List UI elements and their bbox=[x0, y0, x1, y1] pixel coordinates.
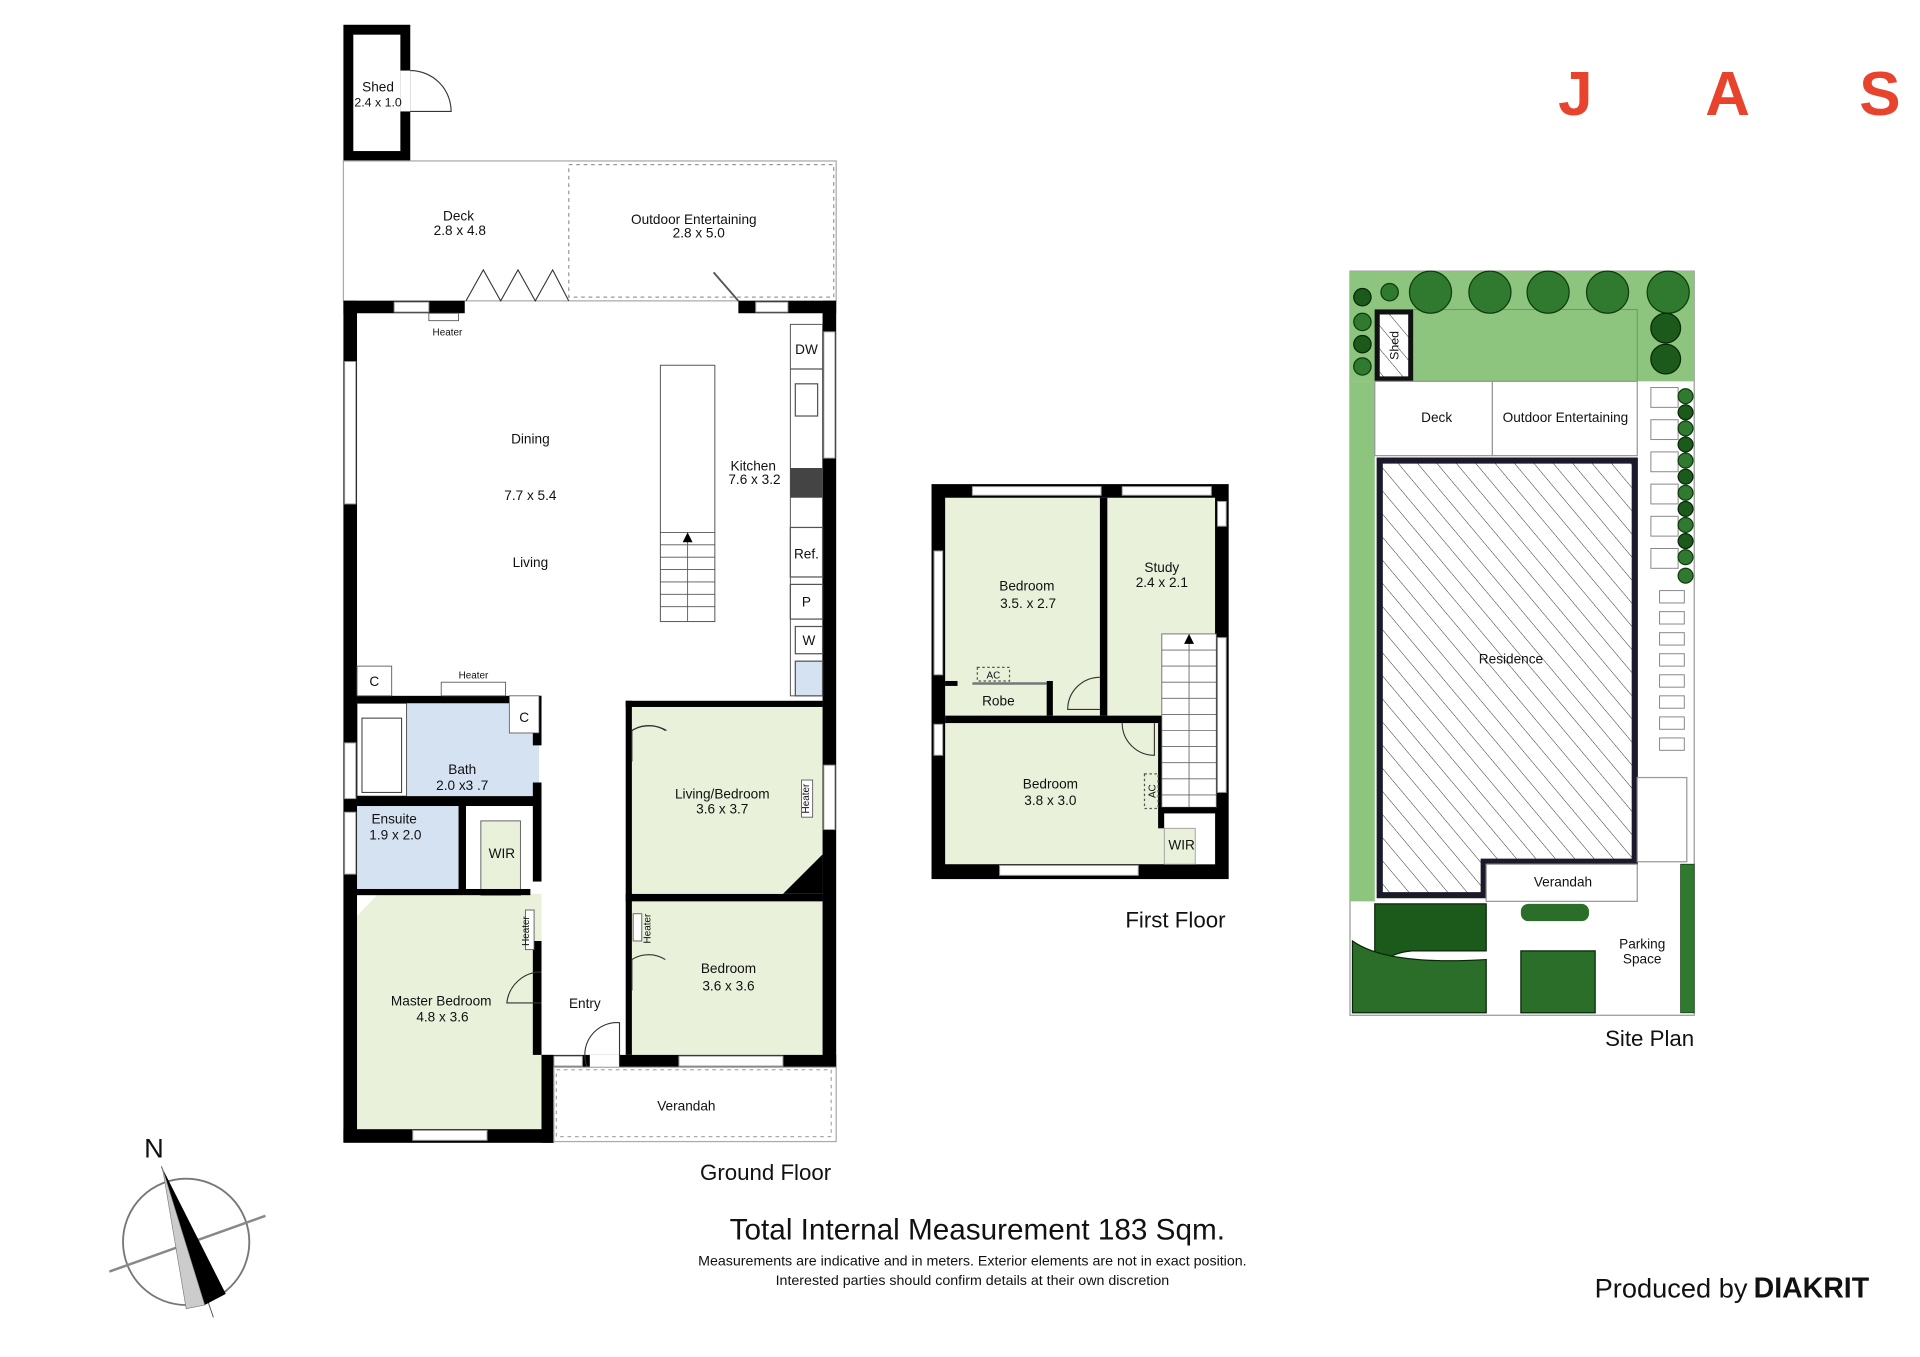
living-bedroom-label: Living/Bedroom bbox=[675, 787, 770, 802]
heater-label: Heater bbox=[459, 671, 489, 682]
outdoor-entertaining-area bbox=[568, 164, 835, 298]
dining-label: Dining bbox=[511, 431, 550, 446]
stair-up-arrow-icon bbox=[1184, 633, 1195, 644]
site-verandah-label: Verandah bbox=[1534, 875, 1592, 890]
deck-size: 2.8 x 4.8 bbox=[434, 223, 486, 238]
bedroom-size: 3.6 x 3.6 bbox=[702, 979, 754, 994]
site-shed-label: Shed bbox=[1387, 331, 1401, 360]
living-bedroom-size: 3.6 x 3.7 bbox=[696, 801, 748, 816]
heater-label: Heater bbox=[521, 916, 532, 946]
first-floor-title: First Floor bbox=[1125, 907, 1226, 932]
total-measurement: Total Internal Measurement 183 Sqm. bbox=[730, 1213, 1225, 1246]
master-bedroom-room bbox=[357, 893, 542, 1130]
deck-label: Deck bbox=[443, 208, 474, 223]
bedroom-label: Bedroom bbox=[701, 961, 756, 976]
verandah-area bbox=[553, 1066, 837, 1143]
ac-unit bbox=[976, 666, 1011, 682]
producer-logo: DIAKRIT bbox=[1754, 1273, 1870, 1305]
ac-label: AC bbox=[987, 671, 1001, 682]
cupboard-label: C bbox=[519, 710, 529, 725]
pantry-label: P bbox=[802, 595, 811, 610]
compass-north-label: N bbox=[144, 1133, 164, 1164]
bedroom-size: 3.5. x 2.7 bbox=[1000, 596, 1056, 611]
ac-label: AC bbox=[1148, 784, 1159, 798]
laundry-label: W bbox=[803, 633, 816, 648]
site-outdoor-label: Outdoor Entertaining bbox=[1503, 410, 1629, 425]
brand-letter-j: J bbox=[1558, 60, 1592, 129]
shed-door bbox=[410, 70, 452, 112]
ground-floor-title: Ground Floor bbox=[700, 1160, 832, 1185]
wir-label: WIR bbox=[489, 846, 516, 861]
disclaimer-line-1: Measurements are indicative and in meter… bbox=[698, 1253, 1246, 1269]
produced-by-label: Produced by bbox=[1595, 1273, 1748, 1304]
verandah-label: Verandah bbox=[657, 1099, 715, 1114]
bedroom-size: 3.8 x 3.0 bbox=[1024, 793, 1077, 808]
site-residence-label: Residence bbox=[1479, 652, 1543, 667]
cooktop-icon bbox=[790, 468, 823, 498]
kitchen-size: 7.6 x 3.2 bbox=[728, 472, 780, 487]
bifold-door bbox=[465, 268, 570, 303]
producer-credit: Produced by DIAKRIT bbox=[1595, 1273, 1870, 1305]
entry-label: Entry bbox=[569, 996, 601, 1011]
master-bedroom-door bbox=[506, 971, 542, 1004]
ref-label: Ref. bbox=[794, 546, 819, 561]
ground-floor-plan: Shed 2.4 x 1.0 Deck 2.8 x 4.8 Outdoor En… bbox=[342, 24, 837, 1185]
cupboard-label: C bbox=[369, 674, 379, 689]
living-bedroom-door bbox=[631, 725, 666, 762]
bath-label: Bath bbox=[448, 762, 476, 777]
dining-size: 7.7 x 5.4 bbox=[504, 488, 557, 503]
living-bedroom-room bbox=[631, 705, 823, 894]
bedroom-label: Bedroom bbox=[999, 579, 1054, 594]
trees bbox=[1353, 270, 1694, 584]
right-wall bbox=[822, 300, 837, 1068]
entry-door bbox=[584, 1022, 621, 1068]
heater-label: Heater bbox=[801, 783, 812, 813]
brand-letter-a: A bbox=[1705, 60, 1750, 129]
site-plan-title: Site Plan bbox=[1605, 1026, 1694, 1051]
first-floor-plan: Bedroom 3.5. x 2.7 Study 2.4 x 2.1 Robe … bbox=[931, 484, 1229, 932]
left-wall bbox=[343, 300, 358, 1142]
wir-label: WIR bbox=[1168, 837, 1195, 852]
brand-letter-s: S bbox=[1859, 60, 1900, 129]
bath-size: 2.0 x3 .7 bbox=[436, 778, 488, 793]
outdoor-label: Outdoor Entertaining bbox=[631, 212, 757, 227]
kitchen-label: Kitchen bbox=[731, 458, 776, 473]
robe-label: Robe bbox=[982, 694, 1015, 709]
site-parking-label: Parking bbox=[1619, 936, 1665, 951]
ensuite-room bbox=[357, 806, 459, 894]
ensuite-label: Ensuite bbox=[371, 811, 416, 826]
north-compass-icon: N bbox=[108, 1133, 266, 1318]
deck-area bbox=[342, 160, 837, 302]
study-label: Study bbox=[1144, 560, 1179, 575]
heater-label: Heater bbox=[642, 913, 653, 943]
ac-unit bbox=[1143, 773, 1159, 810]
site-deck-label: Deck bbox=[1421, 410, 1452, 425]
shed-label: Shed bbox=[362, 80, 394, 95]
master-bedroom-size: 4.8 x 3.6 bbox=[416, 1009, 468, 1024]
bedroom-door bbox=[631, 954, 666, 991]
site-plan: Shed Deck Outdoor Entertaining Residence… bbox=[1349, 270, 1695, 1051]
residence-footprint bbox=[1376, 457, 1638, 899]
living-label: Living bbox=[513, 555, 549, 570]
stair-up-arrow-icon bbox=[682, 532, 693, 543]
outdoor-size: 2.8 x 5.0 bbox=[673, 226, 726, 241]
site-shed bbox=[1374, 309, 1414, 382]
ensuite-size: 1.9 x 2.0 bbox=[369, 827, 422, 842]
study-size: 2.4 x 2.1 bbox=[1136, 575, 1188, 590]
wir-room bbox=[480, 820, 521, 896]
shed-size: 2.4 x 1.0 bbox=[354, 95, 402, 109]
site-parking-label-2: Space bbox=[1623, 951, 1662, 966]
disclaimer-line-2: Interested parties should confirm detail… bbox=[776, 1273, 1170, 1289]
heater-label: Heater bbox=[433, 328, 463, 339]
dw-label: DW bbox=[795, 342, 818, 357]
bedroom-label: Bedroom bbox=[1023, 777, 1078, 792]
brand-logo: J A S bbox=[1558, 60, 1900, 129]
master-bedroom-label: Master Bedroom bbox=[391, 993, 492, 1008]
bedroom-room bbox=[631, 901, 823, 1055]
